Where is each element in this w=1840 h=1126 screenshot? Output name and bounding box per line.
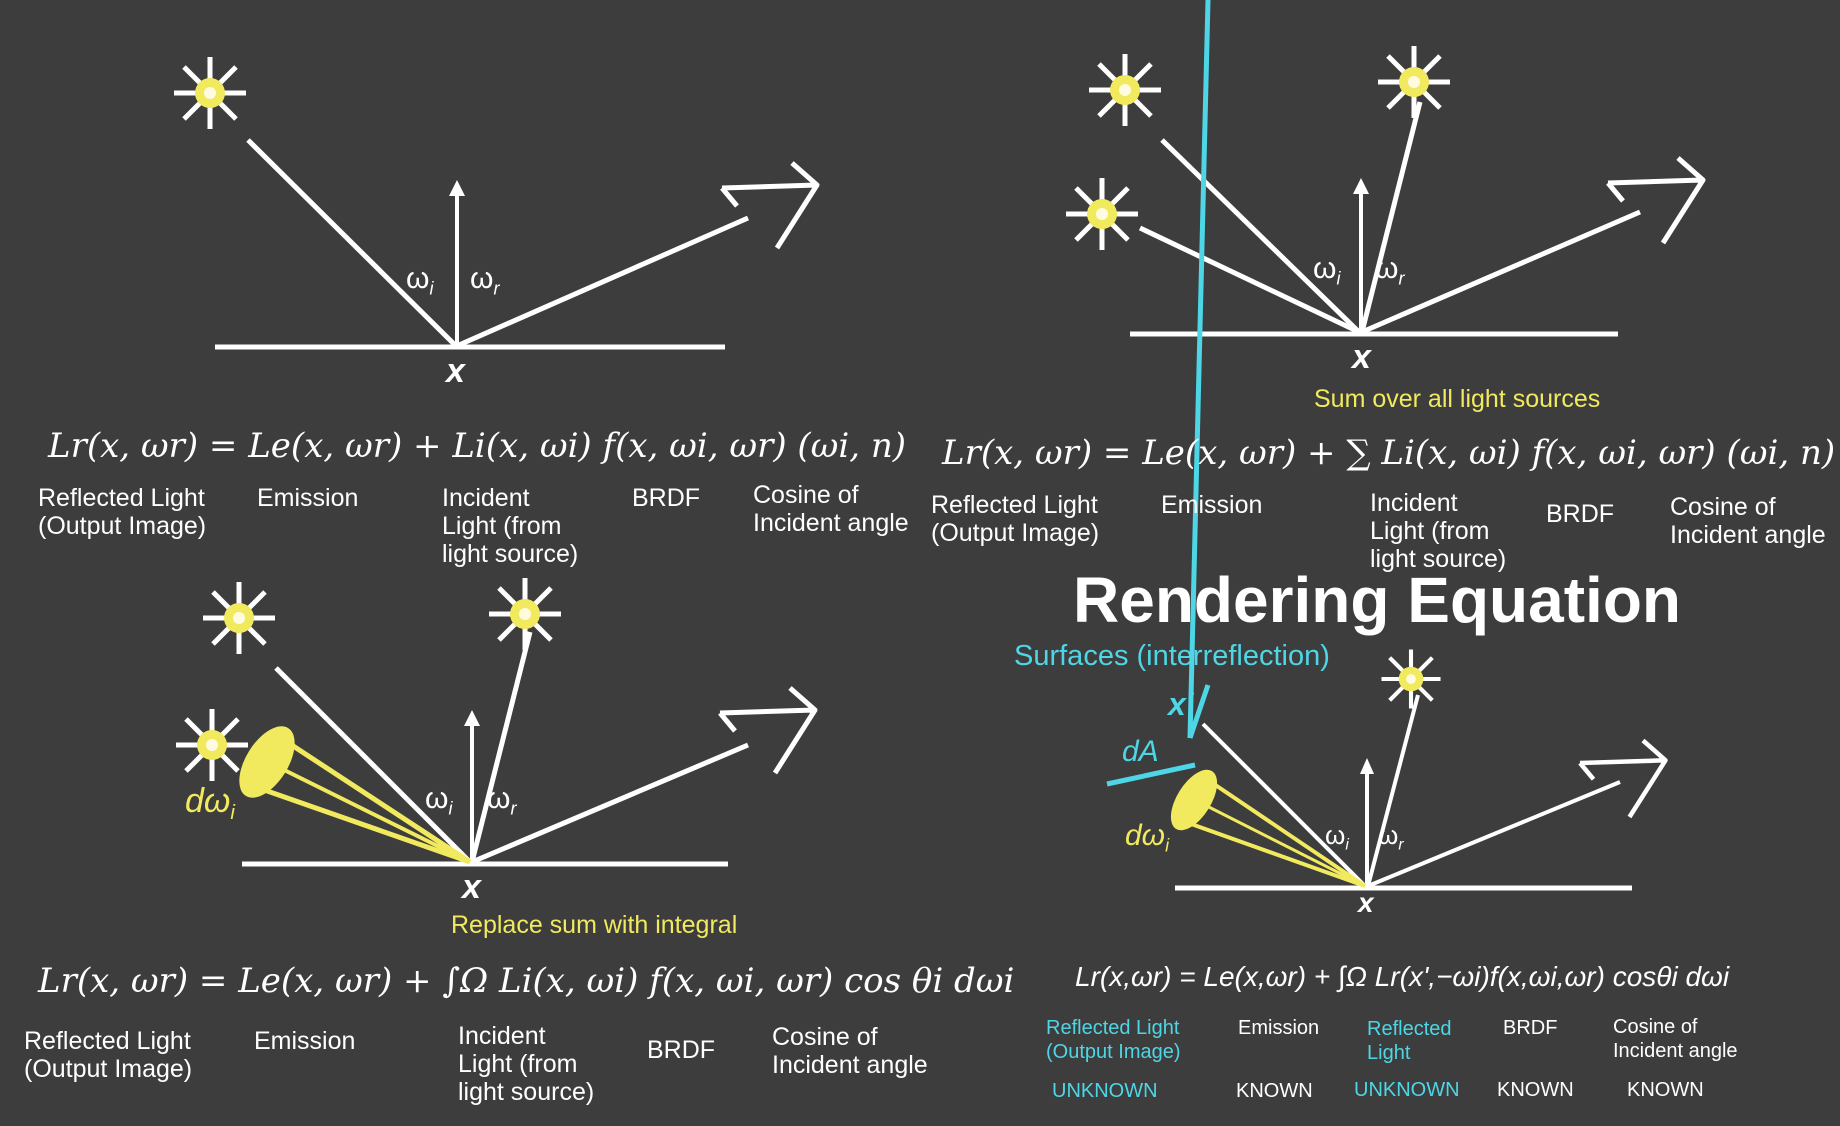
label-incident-light: Incident Light (from light source)	[1370, 489, 1507, 573]
point-label: x	[1358, 887, 1374, 918]
omega-r-label: ωr	[470, 262, 500, 299]
dA-label: dA	[1122, 735, 1159, 768]
normal-arrowhead	[449, 180, 465, 196]
label-brdf: BRDF	[1503, 1017, 1558, 1039]
reflected-ray	[1367, 780, 1621, 888]
status-badge: UNKNOWN	[1052, 1080, 1158, 1102]
label-cosine: Cosine of Incident angle	[772, 1023, 928, 1079]
status-badge: UNKNOWN	[1354, 1079, 1460, 1101]
incident-ray	[469, 631, 533, 863]
reflected-ray	[1361, 209, 1641, 335]
omega-i-label: ωi	[406, 262, 434, 299]
point-label: x	[462, 868, 481, 906]
label-reflected-light: Reflected Light (Output Image)	[38, 484, 207, 540]
light-source-icon	[1066, 178, 1138, 250]
caption: Replace sum with integral	[451, 911, 738, 939]
eye-icon	[1580, 741, 1666, 818]
surface-patch-line	[1106, 762, 1196, 787]
surface-patch-line	[1187, 0, 1211, 739]
incident-ray	[274, 666, 472, 864]
equation: Lr(x, ωr) = Le(x, ωr) + ∫Ω Li(x, ωi) f(x…	[38, 961, 1015, 1001]
solid-angle-ray	[1194, 798, 1366, 888]
reflected-ray	[457, 215, 750, 348]
eye-icon	[722, 163, 817, 248]
light-source-icon	[489, 578, 561, 650]
d-omega-label: dωi	[185, 782, 235, 825]
panel-top-right-diagram	[1066, 46, 1703, 337]
light-source-icon	[203, 582, 275, 654]
solid-angle-ray	[1179, 818, 1366, 888]
label-brdf: BRDF	[632, 484, 701, 512]
normal-arrowhead	[464, 710, 480, 726]
panel-bottom-left-diagram	[176, 578, 815, 867]
incident-ray-3	[1359, 101, 1423, 333]
normal-arrowhead	[1360, 758, 1374, 774]
light-source-icon	[1378, 46, 1450, 118]
label-reflected-light-2: Reflected Light	[1367, 1018, 1452, 1064]
caption: Surfaces (interreflection)	[1014, 640, 1330, 672]
light-source-icon	[1089, 54, 1161, 126]
omega-i-label: ωi	[1313, 252, 1341, 289]
omega-r-label: ωr	[487, 782, 517, 819]
label-cosine: Cosine of Incident angle	[1670, 493, 1826, 549]
panel-top-left-diagram	[174, 57, 817, 350]
label-emission: Emission	[257, 484, 359, 512]
label-reflected-light: Reflected Light (Output Image)	[931, 491, 1100, 547]
omega-r-label: ωr	[1378, 820, 1404, 854]
incident-ray-2	[1138, 225, 1361, 335]
equation: Lr(x, ωr) = Le(x, ωr) + Li(x, ωi) f(x, ω…	[48, 426, 907, 466]
label-cosine: Cosine of Incident angle	[753, 481, 909, 537]
omega-r-label: ωr	[1375, 252, 1405, 289]
eye-icon	[720, 688, 815, 773]
point-label: x	[446, 352, 465, 390]
omega-i-label: ωi	[1325, 820, 1349, 854]
label-incident-light: Incident Light (from light source)	[458, 1022, 595, 1106]
light-source-icon	[174, 57, 246, 129]
status-badge: KNOWN	[1236, 1080, 1313, 1102]
label-reflected-light: Reflected Light (Output Image)	[1046, 1017, 1181, 1063]
solid-angle-patch	[1170, 769, 1218, 831]
incident-ray	[1201, 722, 1367, 888]
reflected-ray	[471, 742, 749, 865]
status-badge: KNOWN	[1497, 1079, 1574, 1101]
point-label: x	[1352, 338, 1371, 376]
label-cosine: Cosine of Incident angle	[1613, 1016, 1738, 1062]
d-omega-label: dωi	[1125, 819, 1170, 856]
incident-ray-1	[1160, 138, 1361, 334]
status-badge: KNOWN	[1627, 1079, 1704, 1101]
point-prime-label: x'	[1168, 686, 1194, 722]
equation: Lr(x, ωr) = Le(x, ωr) + ∑ Li(x, ωi) f(x,…	[942, 433, 1836, 473]
page-title: Rendering Equation	[1073, 564, 1681, 636]
incident-ray	[246, 138, 457, 347]
light-source-icon	[1381, 649, 1440, 708]
solid-angle-ray	[249, 782, 471, 865]
solid-angle-ray	[267, 760, 471, 864]
solid-angle-patch	[239, 726, 295, 798]
label-emission: Emission	[1161, 491, 1263, 519]
solid-angle-ray	[282, 737, 472, 865]
label-emission: Emission	[1238, 1017, 1320, 1039]
label-brdf: BRDF	[647, 1036, 716, 1064]
label-reflected-light: Reflected Light (Output Image)	[24, 1027, 193, 1083]
label-emission: Emission	[254, 1027, 356, 1055]
eye-icon	[1608, 158, 1703, 243]
omega-i-label: ωi	[425, 782, 453, 819]
normal-arrowhead	[1353, 178, 1369, 194]
caption: Sum over all light sources	[1314, 385, 1601, 413]
incident-ray	[1366, 694, 1420, 887]
solid-angle-ray	[1206, 778, 1367, 888]
equation: Lr(x,ωr) = Le(x,ωr) + ∫Ω Lr(x',−ωi)f(x,ω…	[1075, 961, 1730, 992]
panel-bottom-right-diagram	[1106, 0, 1666, 891]
label-incident-light: Incident Light (from light source)	[442, 484, 579, 568]
light-source-icon	[176, 709, 248, 781]
label-brdf: BRDF	[1546, 500, 1615, 528]
